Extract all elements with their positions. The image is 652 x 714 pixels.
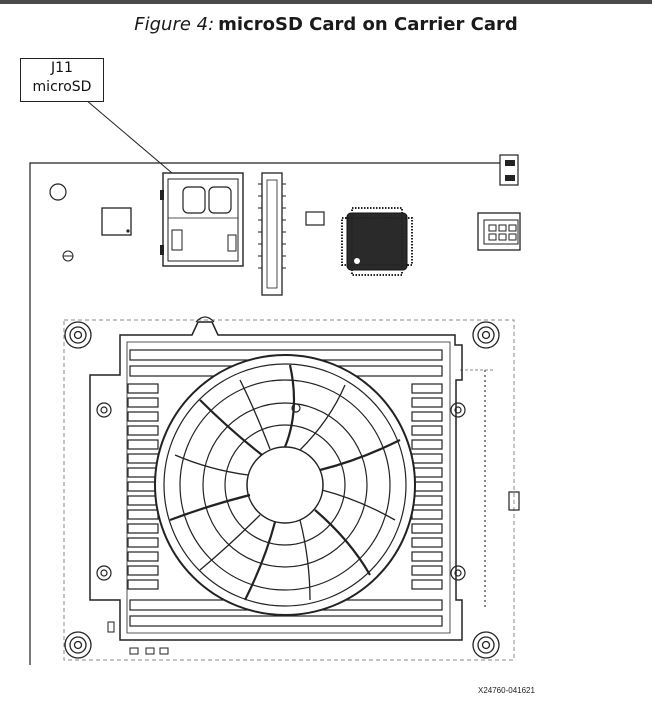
small-component-icon [305, 211, 325, 226]
j11-callout-box: J11 microSD [20, 58, 104, 102]
corner-screw-icon [64, 321, 500, 659]
figure-caption: Figure 4:microSD Card on Carrier Card [0, 14, 652, 35]
board-connector-icon [258, 172, 286, 296]
heatsink-keepout [63, 319, 515, 661]
ic-chip-icon [341, 207, 413, 276]
header-connector-icon [477, 212, 521, 251]
microsd-connector-icon [160, 172, 244, 267]
caption-prefix: Figure 4: [134, 14, 215, 35]
small-screw-icon [62, 250, 74, 262]
callout-leader-line [85, 99, 173, 174]
caption-title: microSD Card on Carrier Card [218, 14, 518, 35]
fan-icon [154, 354, 416, 616]
board-outline [29, 162, 500, 665]
edge-component-icon [499, 154, 519, 186]
top-rule [0, 0, 652, 4]
bottom-components [107, 621, 169, 655]
edge-stub-icon [508, 491, 520, 511]
callout-label: microSD [32, 79, 92, 95]
callout-designator: J11 [51, 60, 73, 76]
mounting-screw-icon [96, 402, 466, 581]
mounting-hole-icon [49, 183, 67, 201]
small-ic-icon [101, 207, 132, 236]
figure-id: X24760-041621 [478, 686, 535, 695]
